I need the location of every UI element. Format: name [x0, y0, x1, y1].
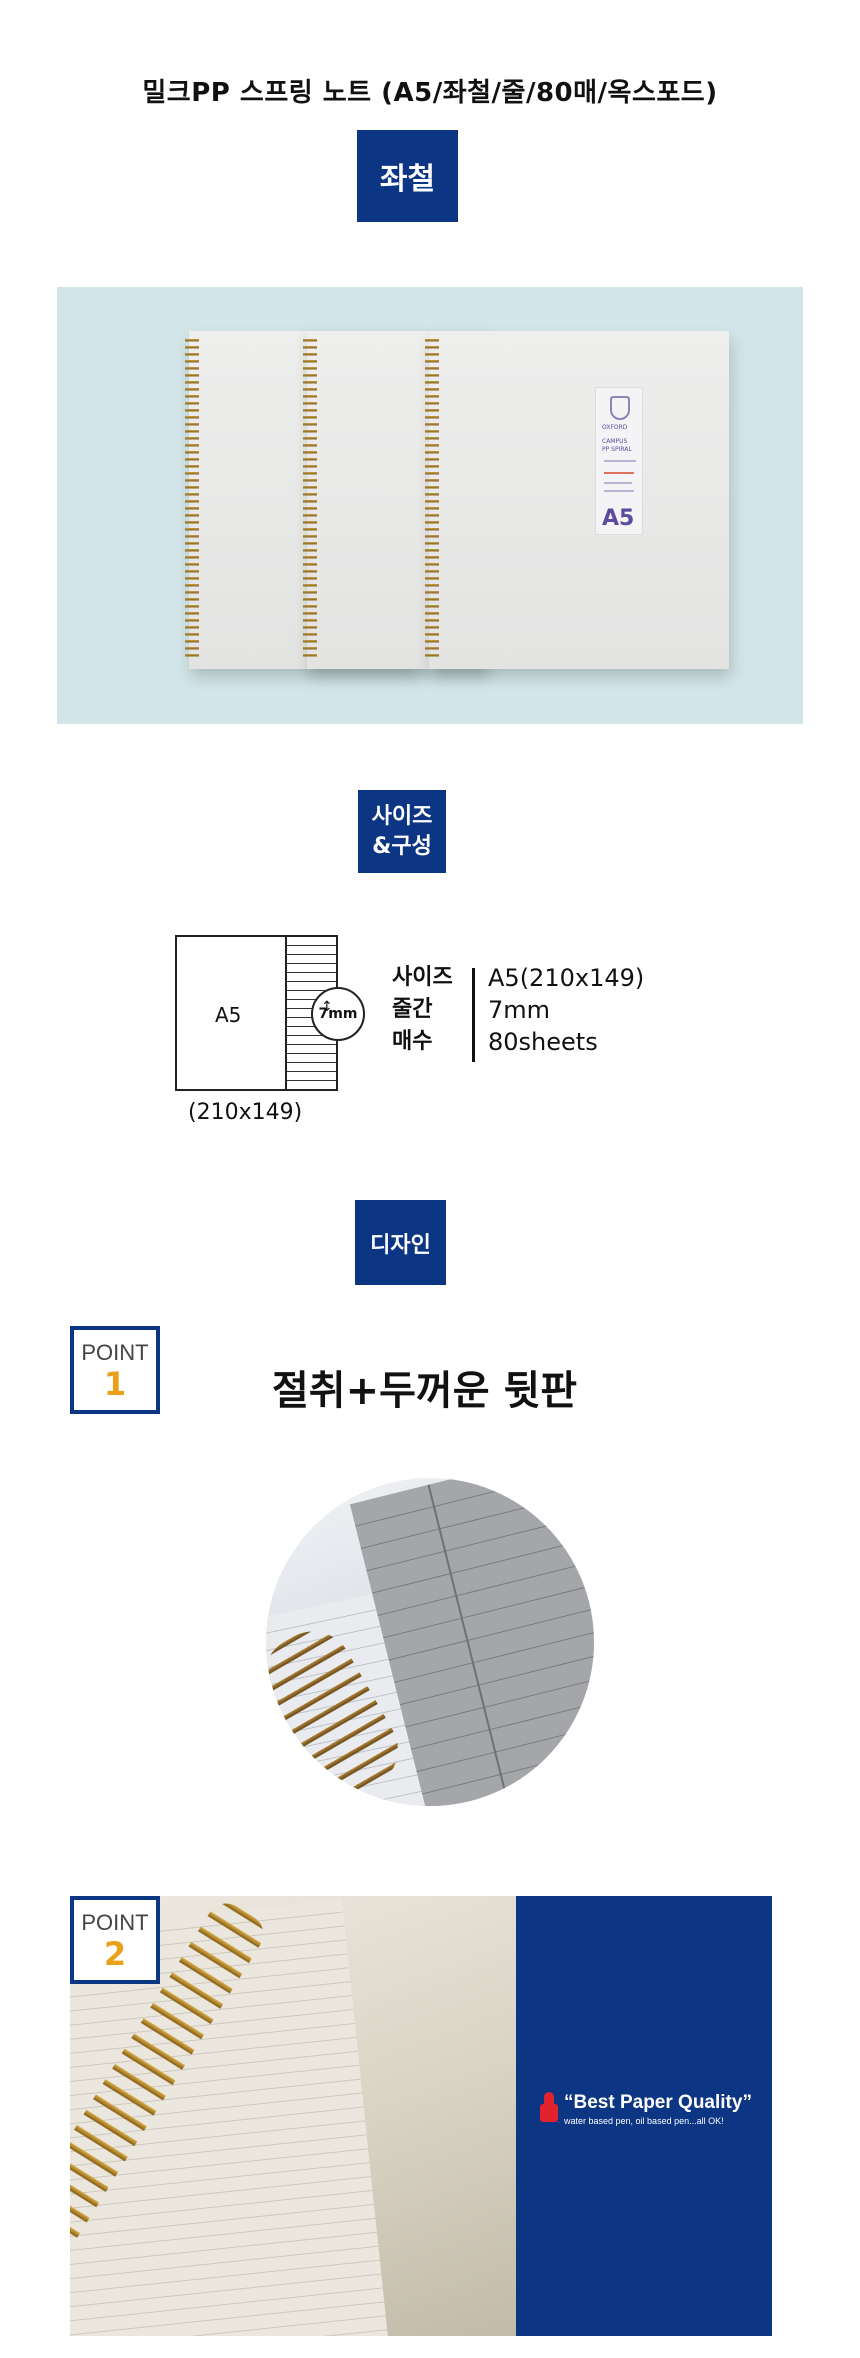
quality-message: “Best Paper Quality” water based pen, oi…: [540, 2092, 752, 2126]
spiral-binding: [303, 339, 317, 661]
cover-rule: [604, 490, 634, 492]
double-arrow-icon: ↕: [321, 999, 333, 1015]
product-title: 밀크PP 스프링 노트 (A5/좌철/줄/80매/옥스포드): [142, 78, 718, 108]
line-gap-value: 7mm: [318, 1006, 358, 1022]
spec-values: A5(210x149) 7mm 80sheets: [488, 962, 644, 1058]
size-diagram: A5 ↕ 7mm: [175, 935, 365, 1091]
size-composition-badge: 사이즈 &구성: [358, 790, 446, 873]
spec-value: 7mm: [488, 996, 551, 1024]
point-1-badge: POINT 1: [70, 1326, 160, 1414]
diagram-paper-label: A5: [215, 1003, 242, 1027]
diagram-dimension: (210x149): [188, 1100, 303, 1125]
cover-rule: [604, 482, 632, 484]
badge-line-2: &구성: [372, 833, 432, 859]
crest-icon: [610, 396, 630, 420]
spiral-binding: [185, 339, 199, 661]
spiral-binding: [425, 339, 439, 661]
binding-badge: 좌철: [357, 130, 458, 222]
thumbs-up-icon: [540, 2092, 558, 2122]
spec-label: 사이즈: [392, 965, 453, 990]
cover-product: CAMPUS: [602, 438, 628, 445]
point-1-title: 절취+두꺼운 뒷판: [272, 1368, 578, 1414]
point-2-badge: POINT 2: [70, 1896, 160, 1984]
perforation-line: [427, 1484, 510, 1806]
cover-size: A5: [602, 506, 635, 531]
diagram-divider: [285, 937, 287, 1089]
spec-value: 80sheets: [488, 1028, 598, 1056]
spec-label: 매수: [392, 1029, 433, 1054]
point-word: POINT: [81, 1340, 149, 1365]
cover-rule: [604, 460, 636, 462]
hero-product-photo: OXFORD CAMPUS PP SPIRAL A5: [57, 287, 803, 724]
spec-label: 줄간: [392, 997, 433, 1022]
point-number: 1: [103, 1365, 127, 1403]
quality-panel: “Best Paper Quality” water based pen, oi…: [516, 1896, 772, 2336]
cover-label: OXFORD CAMPUS PP SPIRAL A5: [595, 387, 643, 535]
spec-divider: [472, 968, 475, 1062]
cover-brand: OXFORD: [602, 424, 628, 431]
quality-headline: “Best Paper Quality”: [564, 2092, 752, 2113]
design-badge: 디자인: [355, 1200, 446, 1285]
point-number: 2: [103, 1935, 127, 1973]
spec-labels: 사이즈 줄간 매수: [392, 962, 453, 1058]
line-gap-callout: ↕ 7mm: [311, 987, 365, 1041]
point-word: POINT: [81, 1910, 149, 1935]
cover-rule: [604, 472, 634, 474]
notebook-front: OXFORD CAMPUS PP SPIRAL A5: [425, 331, 729, 669]
perforation-closeup-photo: [266, 1478, 594, 1806]
cover-subtitle: PP SPIRAL: [602, 446, 632, 453]
quality-subline: water based pen, oil based pen...all OK!: [564, 2116, 724, 2126]
spec-value: A5(210x149): [488, 964, 645, 992]
badge-line-1: 사이즈: [371, 803, 433, 829]
